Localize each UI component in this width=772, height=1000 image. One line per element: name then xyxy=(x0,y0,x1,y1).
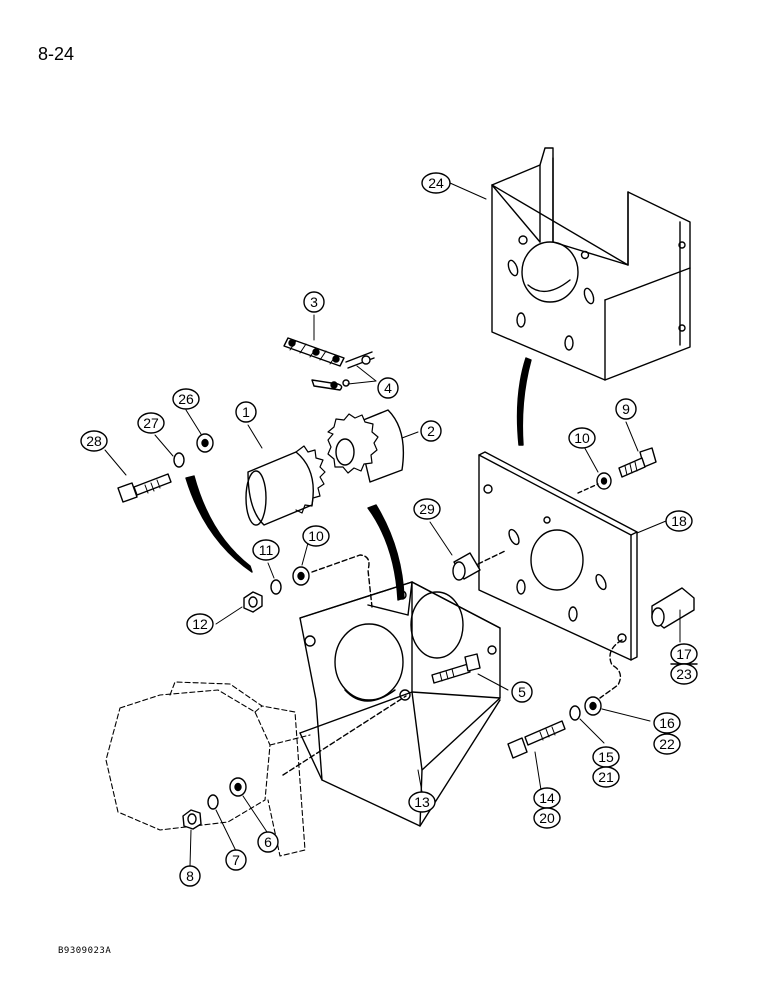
callout-label: 26 xyxy=(178,391,194,407)
sprocket-1 xyxy=(245,445,326,526)
callout-28: 28 xyxy=(80,430,108,452)
callout-6: 6 xyxy=(257,831,279,853)
nut-12 xyxy=(243,591,263,613)
callout-7: 7 xyxy=(225,849,247,871)
callout-12: 12 xyxy=(186,613,214,635)
callout-26: 26 xyxy=(172,388,200,410)
washer-27 xyxy=(173,452,185,468)
callout-10-left: 10 xyxy=(302,525,330,547)
washer-10-right xyxy=(596,472,612,490)
callout-4: 4 xyxy=(377,377,399,399)
washer-15 xyxy=(569,705,581,721)
assembly-arrow-sprocket xyxy=(367,504,405,601)
callout-3: 3 xyxy=(303,291,325,313)
callout-label: 13 xyxy=(414,794,430,810)
callout-27: 27 xyxy=(137,412,165,434)
page-number: 8-24 xyxy=(38,44,75,64)
callout-label: 29 xyxy=(419,501,435,517)
callout-label: 9 xyxy=(622,401,630,417)
callout-13: 13 xyxy=(408,791,436,813)
callout-29: 29 xyxy=(413,498,441,520)
callout-5: 5 xyxy=(511,681,533,703)
bolt-28 xyxy=(117,473,172,503)
bolt-14 xyxy=(507,720,566,759)
callout-label: 23 xyxy=(676,666,692,682)
spacer-17 xyxy=(651,587,695,629)
callout-label: 27 xyxy=(143,415,159,431)
callout-label: 12 xyxy=(192,616,208,632)
callout-label: 11 xyxy=(259,542,274,558)
callout-label: 10 xyxy=(574,430,590,446)
callout-label: 21 xyxy=(598,769,614,785)
sprocket-2 xyxy=(327,409,405,483)
nut-8 xyxy=(182,809,202,830)
callout-label: 3 xyxy=(310,294,318,310)
callout-label: 20 xyxy=(539,810,555,826)
callout-11: 11 xyxy=(252,539,280,561)
callout-1: 1 xyxy=(235,401,257,423)
callout-label: 24 xyxy=(428,175,444,191)
washer-26 xyxy=(196,433,214,453)
callout-label: 2 xyxy=(427,423,435,439)
housing-13 xyxy=(299,581,501,827)
callout-10-right: 10 xyxy=(568,427,596,449)
bolt-5 xyxy=(431,653,481,684)
callout-9: 9 xyxy=(615,398,637,420)
callout-18: 18 xyxy=(665,510,693,532)
washer-16 xyxy=(584,696,602,716)
callout-label: 1 xyxy=(242,404,250,420)
figure-code: B9309023A xyxy=(58,946,112,956)
callout-label: 7 xyxy=(232,852,240,868)
callout-label: 8 xyxy=(186,868,194,884)
alignment-line xyxy=(599,639,623,699)
callout-8: 8 xyxy=(179,865,201,887)
callout-24: 24 xyxy=(421,172,451,194)
washer-10-left xyxy=(292,566,310,586)
callout-17-23: 17 23 xyxy=(670,643,698,685)
callout-label: 4 xyxy=(384,380,392,396)
alignment-line xyxy=(282,695,407,776)
washer-7 xyxy=(207,794,219,810)
plate-18 xyxy=(478,451,638,661)
callout-16-22: 16 22 xyxy=(653,712,681,755)
callout-label: 28 xyxy=(86,433,102,449)
bolt-9 xyxy=(618,447,657,478)
washer-6 xyxy=(229,777,247,797)
motor-phantom xyxy=(105,681,311,857)
assembly-arrow-24 xyxy=(516,357,532,446)
assembly-arrow-washers xyxy=(185,475,253,573)
alignment-line xyxy=(477,550,506,565)
spacer-29 xyxy=(452,552,481,581)
callout-label: 14 xyxy=(539,790,555,806)
callout-label: 15 xyxy=(598,749,614,765)
callout-label: 22 xyxy=(659,736,675,752)
callout-label: 18 xyxy=(671,513,687,529)
callout-14-20: 14 20 xyxy=(533,787,561,829)
alignment-line xyxy=(311,554,373,608)
callout-label: 10 xyxy=(308,528,324,544)
callout-label: 6 xyxy=(264,834,272,850)
callout-2: 2 xyxy=(420,420,442,442)
callout-label: 17 xyxy=(676,646,692,662)
alignment-line xyxy=(577,483,599,494)
bracket-24 xyxy=(491,147,691,381)
washer-11 xyxy=(270,579,282,595)
connecting-link-4 xyxy=(311,351,375,391)
callout-label: 16 xyxy=(659,715,675,731)
callout-label: 5 xyxy=(518,684,526,700)
chain-3 xyxy=(283,337,345,367)
callout-15-21: 15 21 xyxy=(592,746,620,788)
